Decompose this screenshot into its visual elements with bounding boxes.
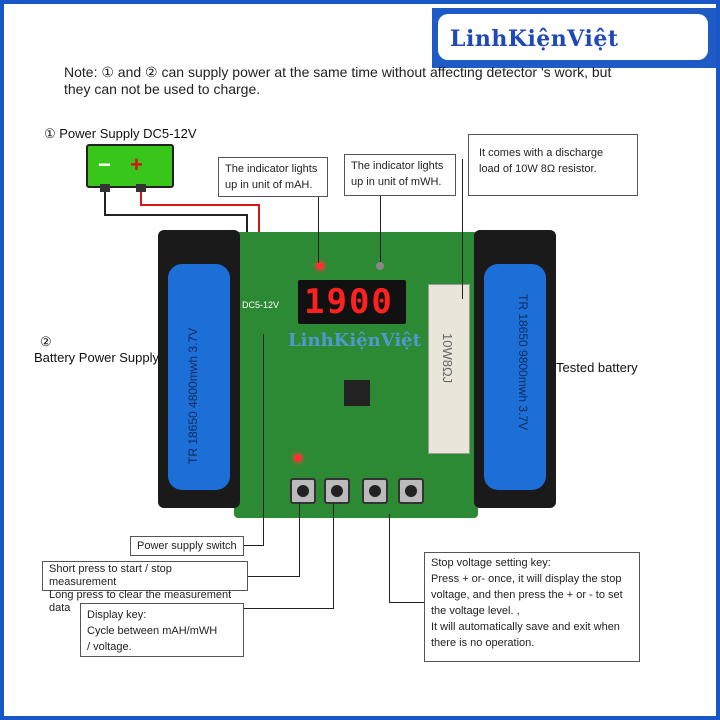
leader-stop-h <box>390 602 424 603</box>
callout-start-line-1: Short press to start / stop measurement <box>49 563 172 588</box>
callout-discharge: It comes with a discharge load of 10W 8Ω… <box>468 134 638 196</box>
voltage-minus-button[interactable] <box>362 478 388 504</box>
start-stop-button[interactable] <box>290 478 316 504</box>
battery-number: ② <box>40 334 52 349</box>
callout-stop-line-3: voltage, and then press the + or - to se… <box>431 589 623 601</box>
psu-terminal-neg <box>100 184 110 192</box>
leader-display-h <box>244 608 334 609</box>
callout-display-key: Display key: Cycle between mAH/mWH / vol… <box>80 603 244 657</box>
callout-mah-line-2: up in unit of mAH. <box>225 179 313 191</box>
watermark: LinhKiệnViệt <box>288 330 421 351</box>
leader-switch-v <box>263 334 264 546</box>
led-mah <box>316 262 324 270</box>
load-resistor: 10W8ΩJ <box>428 284 470 454</box>
leader-switch-h <box>244 545 264 546</box>
callout-display-line-1: Display key: <box>87 609 147 621</box>
callout-display-line-3: / voltage. <box>87 641 132 653</box>
wire-red-h <box>140 204 260 206</box>
wire-black-h <box>104 214 248 216</box>
psu-plus: + <box>130 152 143 177</box>
callout-mwh-line-2: up in unit of mWH. <box>351 176 442 188</box>
resistor-label: 10W8ΩJ <box>440 333 455 384</box>
right-battery-cell: TR 18650 9800mwh 3.7V <box>484 264 546 490</box>
callout-stop-line-2: Press + or- once, it will display the st… <box>431 573 622 585</box>
right-battery-holder: TR 18650 9800mwh 3.7V <box>474 230 556 508</box>
callout-mwh-line-1: The indicator lights <box>351 160 444 172</box>
leader-start-v <box>299 504 300 577</box>
display-mode-button[interactable] <box>324 478 350 504</box>
callout-discharge-line-2: load of 10W 8Ω resistor. <box>479 163 597 175</box>
dc-input-label: DC5-12V <box>242 300 280 310</box>
left-battery-holder: TR 18650 4800mwh 3.7V <box>158 230 240 508</box>
callout-discharge-line-1: It comes with a discharge <box>479 147 604 159</box>
display-digits: 1900 <box>304 282 394 322</box>
psu-minus: − <box>98 152 111 177</box>
callout-stop-line-6: there is no operation. <box>431 637 535 649</box>
led-status <box>294 454 302 462</box>
callout-power-switch: Power supply switch <box>130 536 244 556</box>
note-text: Note: ① and ② can supply power at the sa… <box>64 64 664 98</box>
left-battery-cell: TR 18650 4800mwh 3.7V <box>168 264 230 490</box>
callout-stop-voltage: Stop voltage setting key: Press + or- on… <box>424 552 640 662</box>
wire-black-v <box>104 192 106 216</box>
right-battery-text: TR 18650 9800mwh 3.7V <box>516 294 530 431</box>
callout-mah-line-1: The indicator lights <box>225 163 318 175</box>
seven-segment-display: 1900 <box>298 280 406 324</box>
wire-red-v <box>140 192 142 206</box>
brand-logo-inner: LinhKiệnViệt <box>438 14 708 60</box>
left-battery-text: TR 18650 4800mwh 3.7V <box>186 327 200 464</box>
note-line-1: Note: ① and ② can supply power at the sa… <box>64 64 612 80</box>
leader-mwh <box>380 196 381 262</box>
tested-battery-label: Tested battery <box>556 360 638 375</box>
led-mwh <box>376 262 384 270</box>
leader-stop-v <box>389 514 390 603</box>
leader-display-v <box>333 504 334 609</box>
brand-logo: LinhKiệnViệt <box>450 26 619 52</box>
callout-mah: The indicator lights up in unit of mAH. <box>218 157 328 197</box>
voltage-plus-button[interactable] <box>398 478 424 504</box>
callout-stop-line-4: the voltage level. , <box>431 605 520 617</box>
brand-logo-box: LinhKiệnViệt <box>432 8 716 68</box>
leader-discharge <box>462 159 463 299</box>
power-supply-icon: − + <box>86 144 174 188</box>
callout-stop-line-5: It will automatically save and exit when <box>431 621 620 633</box>
psu-terminal-pos <box>136 184 146 192</box>
note-line-2: they can not be used to charge. <box>64 81 261 97</box>
battery-supply-label: Battery Power Supply <box>34 350 160 365</box>
callout-mwh: The indicator lights up in unit of mWH. <box>344 154 456 196</box>
ic-chip <box>344 380 370 406</box>
leader-start-h <box>248 576 300 577</box>
callout-start-stop: Short press to start / stop measurement … <box>42 561 248 614</box>
power-supply-label: ① Power Supply DC5-12V <box>44 126 197 141</box>
callout-stop-line-1: Stop voltage setting key: <box>431 557 551 569</box>
callout-start-line-2: Long press to clear the measurement data <box>49 589 232 614</box>
callout-display-line-2: Cycle between mAH/mWH <box>87 625 218 637</box>
leader-mah <box>318 197 319 263</box>
